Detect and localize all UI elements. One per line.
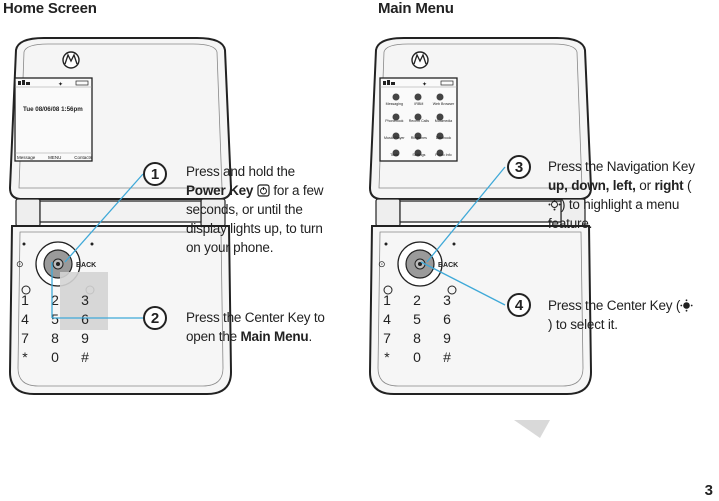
- phone-home-body: ✦ ⊙ BACK Tue 08/06/08 1:56pm Message MEN…: [2, 36, 239, 396]
- center-key-icon: [680, 299, 693, 312]
- page-shadow-icon: [514, 420, 550, 438]
- softkey-message: Message: [17, 155, 36, 160]
- key-5: 5: [413, 311, 421, 327]
- menu-item: Datebook: [435, 136, 452, 140]
- step-4-badge: 4: [507, 293, 531, 317]
- key-3: 3: [443, 292, 451, 308]
- main-menu-heading: Main Menu: [378, 0, 454, 17]
- key-7: 7: [21, 330, 29, 346]
- menu-item: Messaging: [385, 102, 403, 106]
- key-0: 0: [51, 349, 59, 365]
- menu-item: Web Browser: [432, 102, 455, 106]
- softkey-contacts: Contacts: [74, 155, 92, 160]
- key-6: 6: [443, 311, 451, 327]
- key-5: 5: [51, 311, 59, 327]
- menu-item: Multimedia: [434, 119, 453, 123]
- step-4-text: Press the Center Key () to select it.: [548, 296, 696, 334]
- key-2: 2: [413, 292, 421, 308]
- key-4: 4: [21, 311, 29, 327]
- step-2-badge: 2: [143, 306, 167, 330]
- menu-item: Phonebook: [385, 119, 404, 123]
- menu-item: Tools: [390, 153, 399, 157]
- svg-text:BACK: BACK: [438, 262, 458, 269]
- key-star: *: [22, 349, 28, 365]
- key-2: 2: [51, 292, 59, 308]
- step-3-text: Press the Navigation Key up, down, left,…: [548, 159, 695, 231]
- key-8: 8: [51, 330, 59, 346]
- menu-item: IRBM: [414, 102, 424, 106]
- menu-item: Recent Calls: [408, 119, 430, 123]
- step-2-text: Press the Center Key to open the Main Me…: [186, 310, 325, 344]
- keypad-home: 1 2 3 4 5 6 7 8 9 * 0 #: [10, 292, 100, 365]
- navigation-key-icon: [548, 198, 561, 211]
- menu-item: Settings: [412, 153, 426, 157]
- key-hash: #: [81, 349, 89, 365]
- key-7: 7: [383, 330, 391, 346]
- svg-text:⊙: ⊙: [16, 260, 24, 270]
- phone-main-menu-body: ✦ ⊙ BACK Messaging IRBM Web Browser Phon…: [362, 36, 599, 396]
- key-1: 1: [21, 292, 29, 308]
- key-3: 3: [81, 292, 89, 308]
- menu-item: Music Player: [384, 136, 405, 140]
- home-screen-datetime: Tue 08/06/08 1:56pm: [23, 106, 83, 113]
- key-star: *: [384, 349, 390, 365]
- svg-text:✦: ✦: [58, 81, 63, 88]
- svg-text:⊙: ⊙: [378, 260, 386, 270]
- home-screen-heading: Home Screen: [3, 0, 97, 17]
- power-key-icon: [257, 184, 270, 197]
- key-0: 0: [413, 349, 421, 365]
- key-9: 9: [81, 330, 89, 346]
- svg-text:BACK: BACK: [76, 262, 96, 269]
- step-1-text: Press and hold the Power Key for a few s…: [186, 164, 324, 255]
- key-hash: #: [443, 349, 451, 365]
- svg-text:✦: ✦: [422, 81, 427, 88]
- key-9: 9: [443, 330, 451, 346]
- step-1-badge: 1: [143, 162, 167, 186]
- softkey-menu: MENU: [48, 155, 62, 160]
- key-6: 6: [81, 311, 89, 327]
- key-8: 8: [413, 330, 421, 346]
- page-number: 3: [704, 482, 713, 499]
- menu-item: Photo Info: [435, 153, 452, 157]
- main-menu-grid: Messaging IRBM Web Browser Phonebook Rec…: [382, 102, 456, 157]
- key-4: 4: [383, 311, 391, 327]
- key-1: 1: [383, 292, 391, 308]
- keypad-main: 1 2 3 4 5 6 7 8 9 * 0 #: [372, 292, 462, 365]
- menu-item: Ringtones: [410, 136, 427, 140]
- step-3-badge: 3: [507, 155, 531, 179]
